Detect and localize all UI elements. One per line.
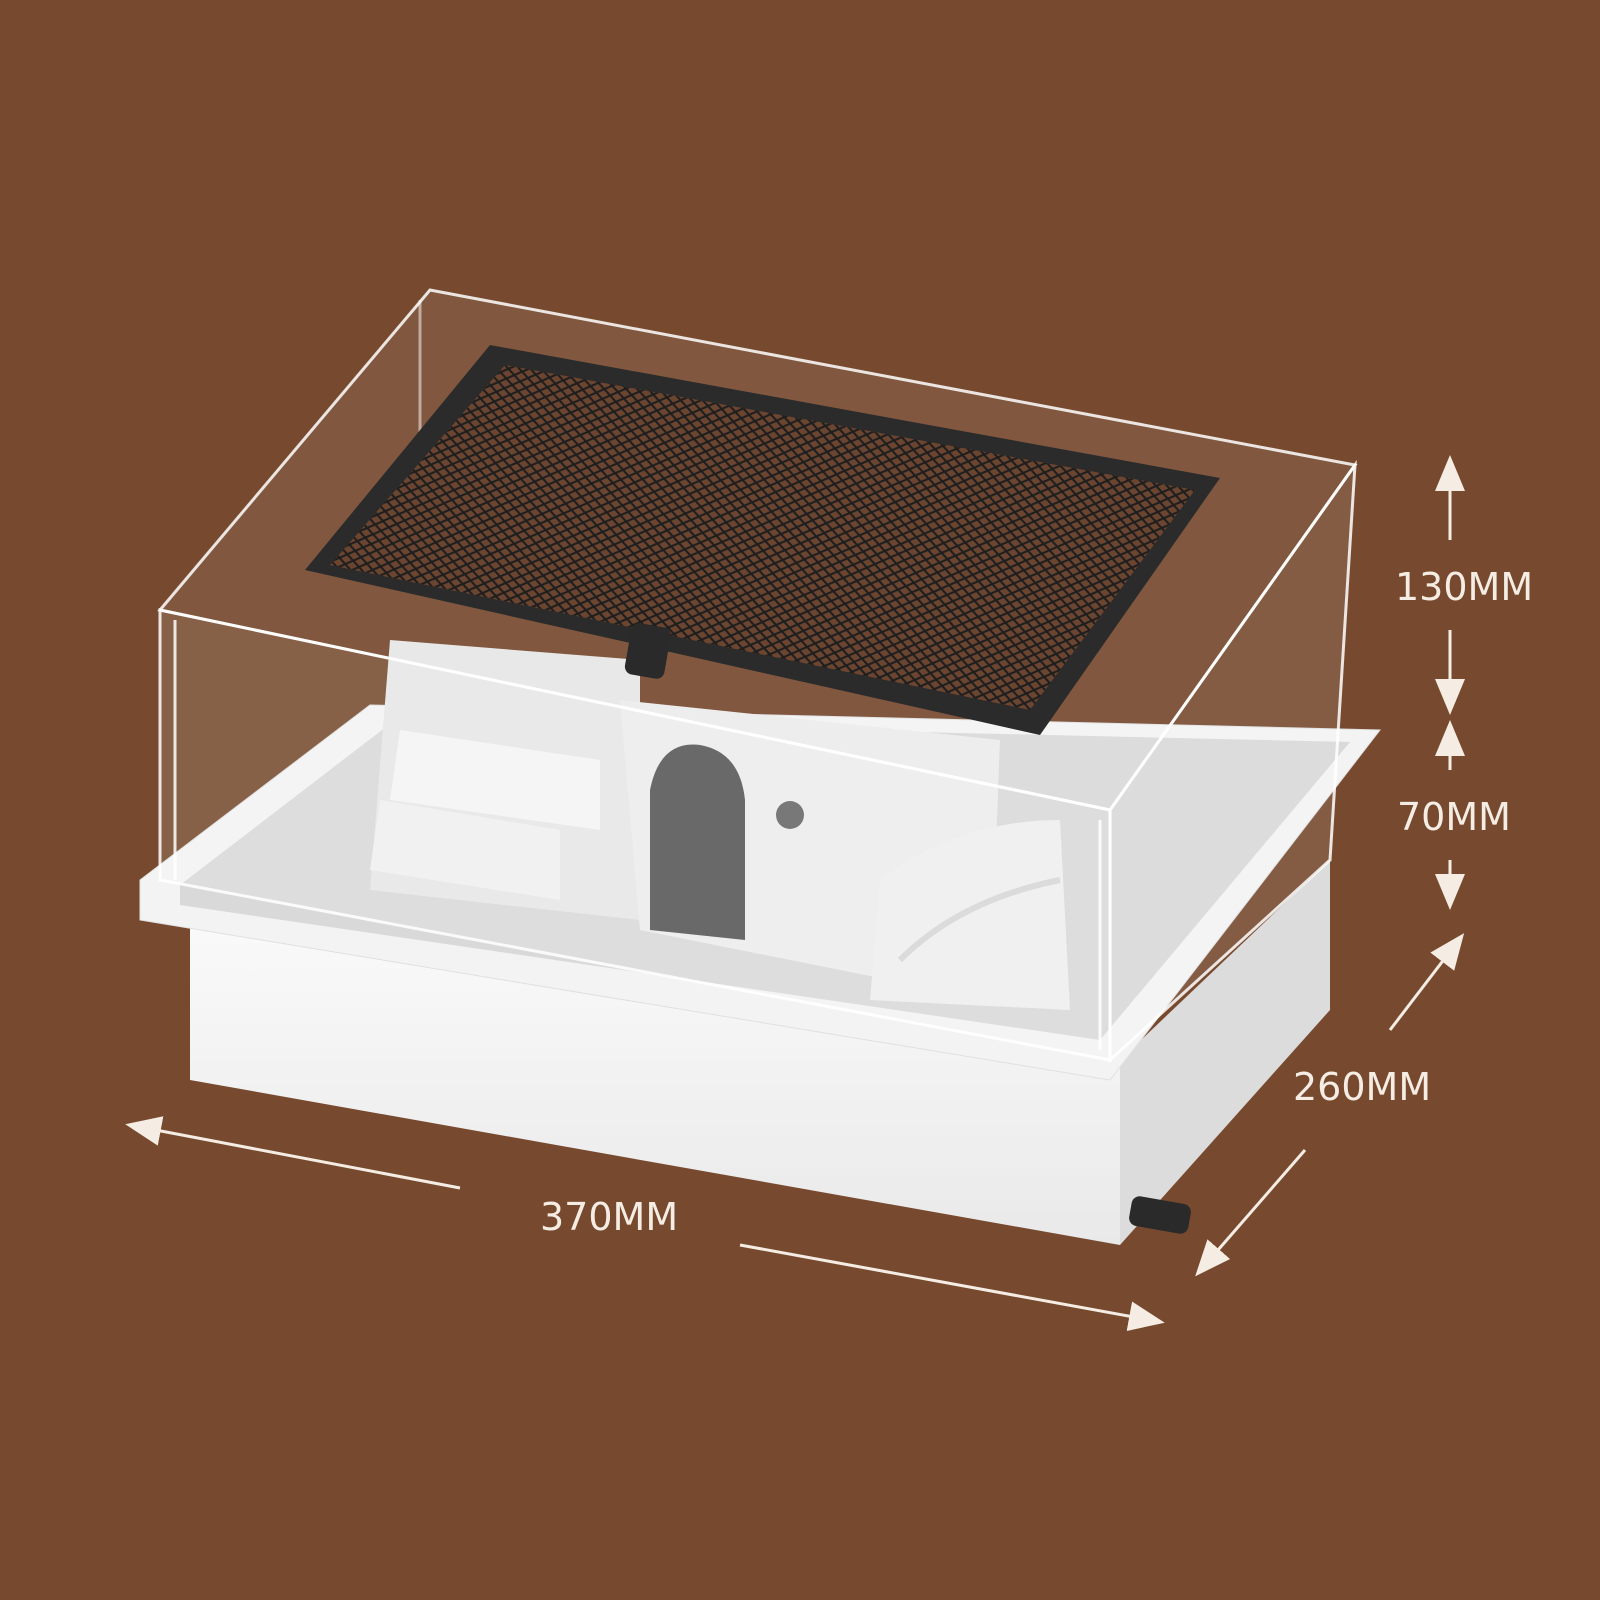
habitat-interior (370, 640, 1070, 1010)
dimension-label-width: 370MM (540, 1195, 679, 1239)
dimension-arrows (125, 455, 1465, 1331)
mesh-lid (305, 345, 1220, 735)
drain-plug-icon (1129, 1196, 1191, 1234)
dimension-label-base-height: 70MM (1397, 795, 1511, 839)
lid-latch-icon (624, 623, 671, 679)
dimension-label-depth: 260MM (1293, 1065, 1432, 1109)
dimension-label-upper-height: 130MM (1395, 565, 1534, 609)
hide-door-icon (650, 744, 745, 940)
